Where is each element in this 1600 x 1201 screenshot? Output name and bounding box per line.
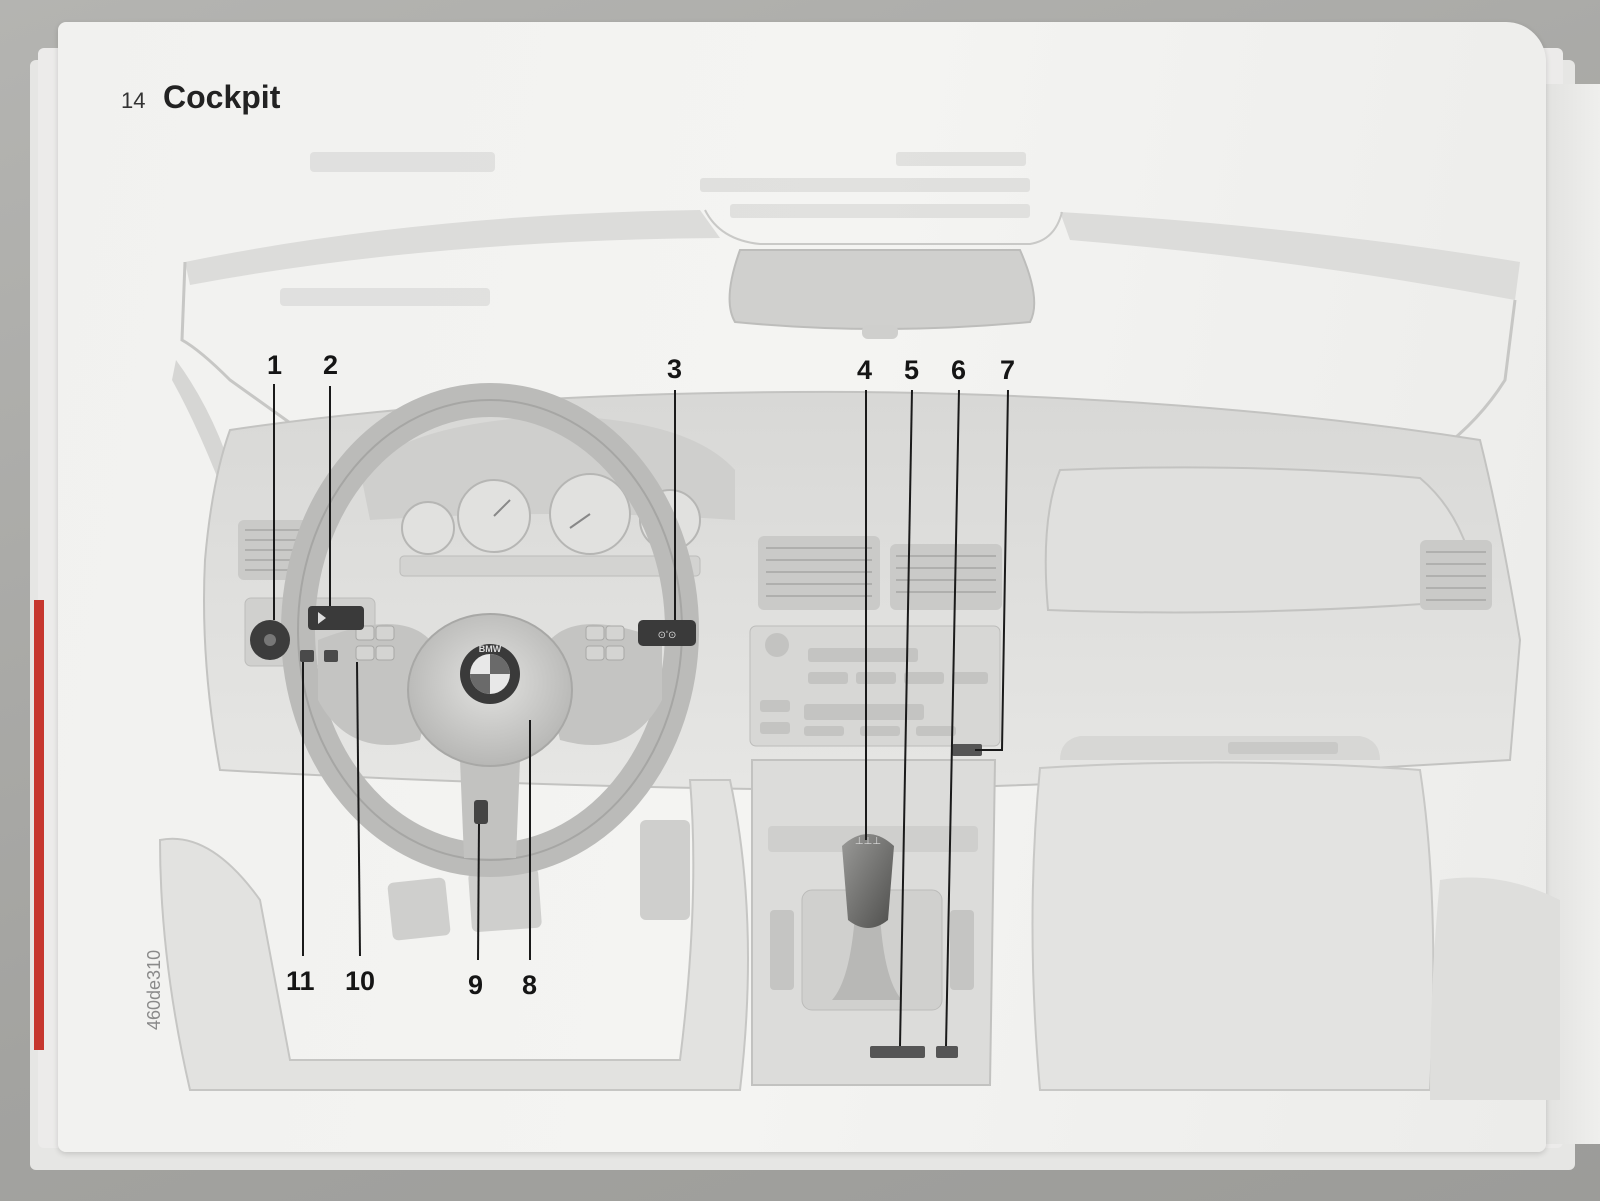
callout-9: 9 — [468, 970, 484, 1000]
ghost-text — [280, 152, 1030, 306]
page-number: 14 — [121, 88, 146, 113]
callout-11: 11 — [286, 966, 315, 996]
svg-text:⊥⊥⊥: ⊥⊥⊥ — [855, 836, 881, 847]
red-section-tab — [34, 600, 44, 1050]
callout-1: 1 — [267, 350, 283, 380]
bmw-logo-text: BMW — [479, 644, 502, 654]
controls: ⊙ʹ⊙ — [250, 606, 696, 662]
page-title: Cockpit — [163, 79, 281, 115]
callout-10: 10 — [345, 966, 376, 996]
windshield-frame — [180, 209, 1520, 452]
rearview-mirror — [728, 249, 1036, 339]
callout-8: 8 — [522, 970, 538, 1000]
callout-5: 5 — [904, 355, 920, 385]
callout-7: 7 — [1000, 355, 1016, 385]
callout-3: 3 — [667, 354, 683, 384]
callout-2: 2 — [323, 350, 339, 380]
svg-text:⊙ʹ⊙: ⊙ʹ⊙ — [658, 630, 677, 641]
callout-leader-lines — [273, 384, 1009, 1047]
callout-4: 4 — [857, 355, 873, 385]
callout-6: 6 — [951, 355, 967, 385]
